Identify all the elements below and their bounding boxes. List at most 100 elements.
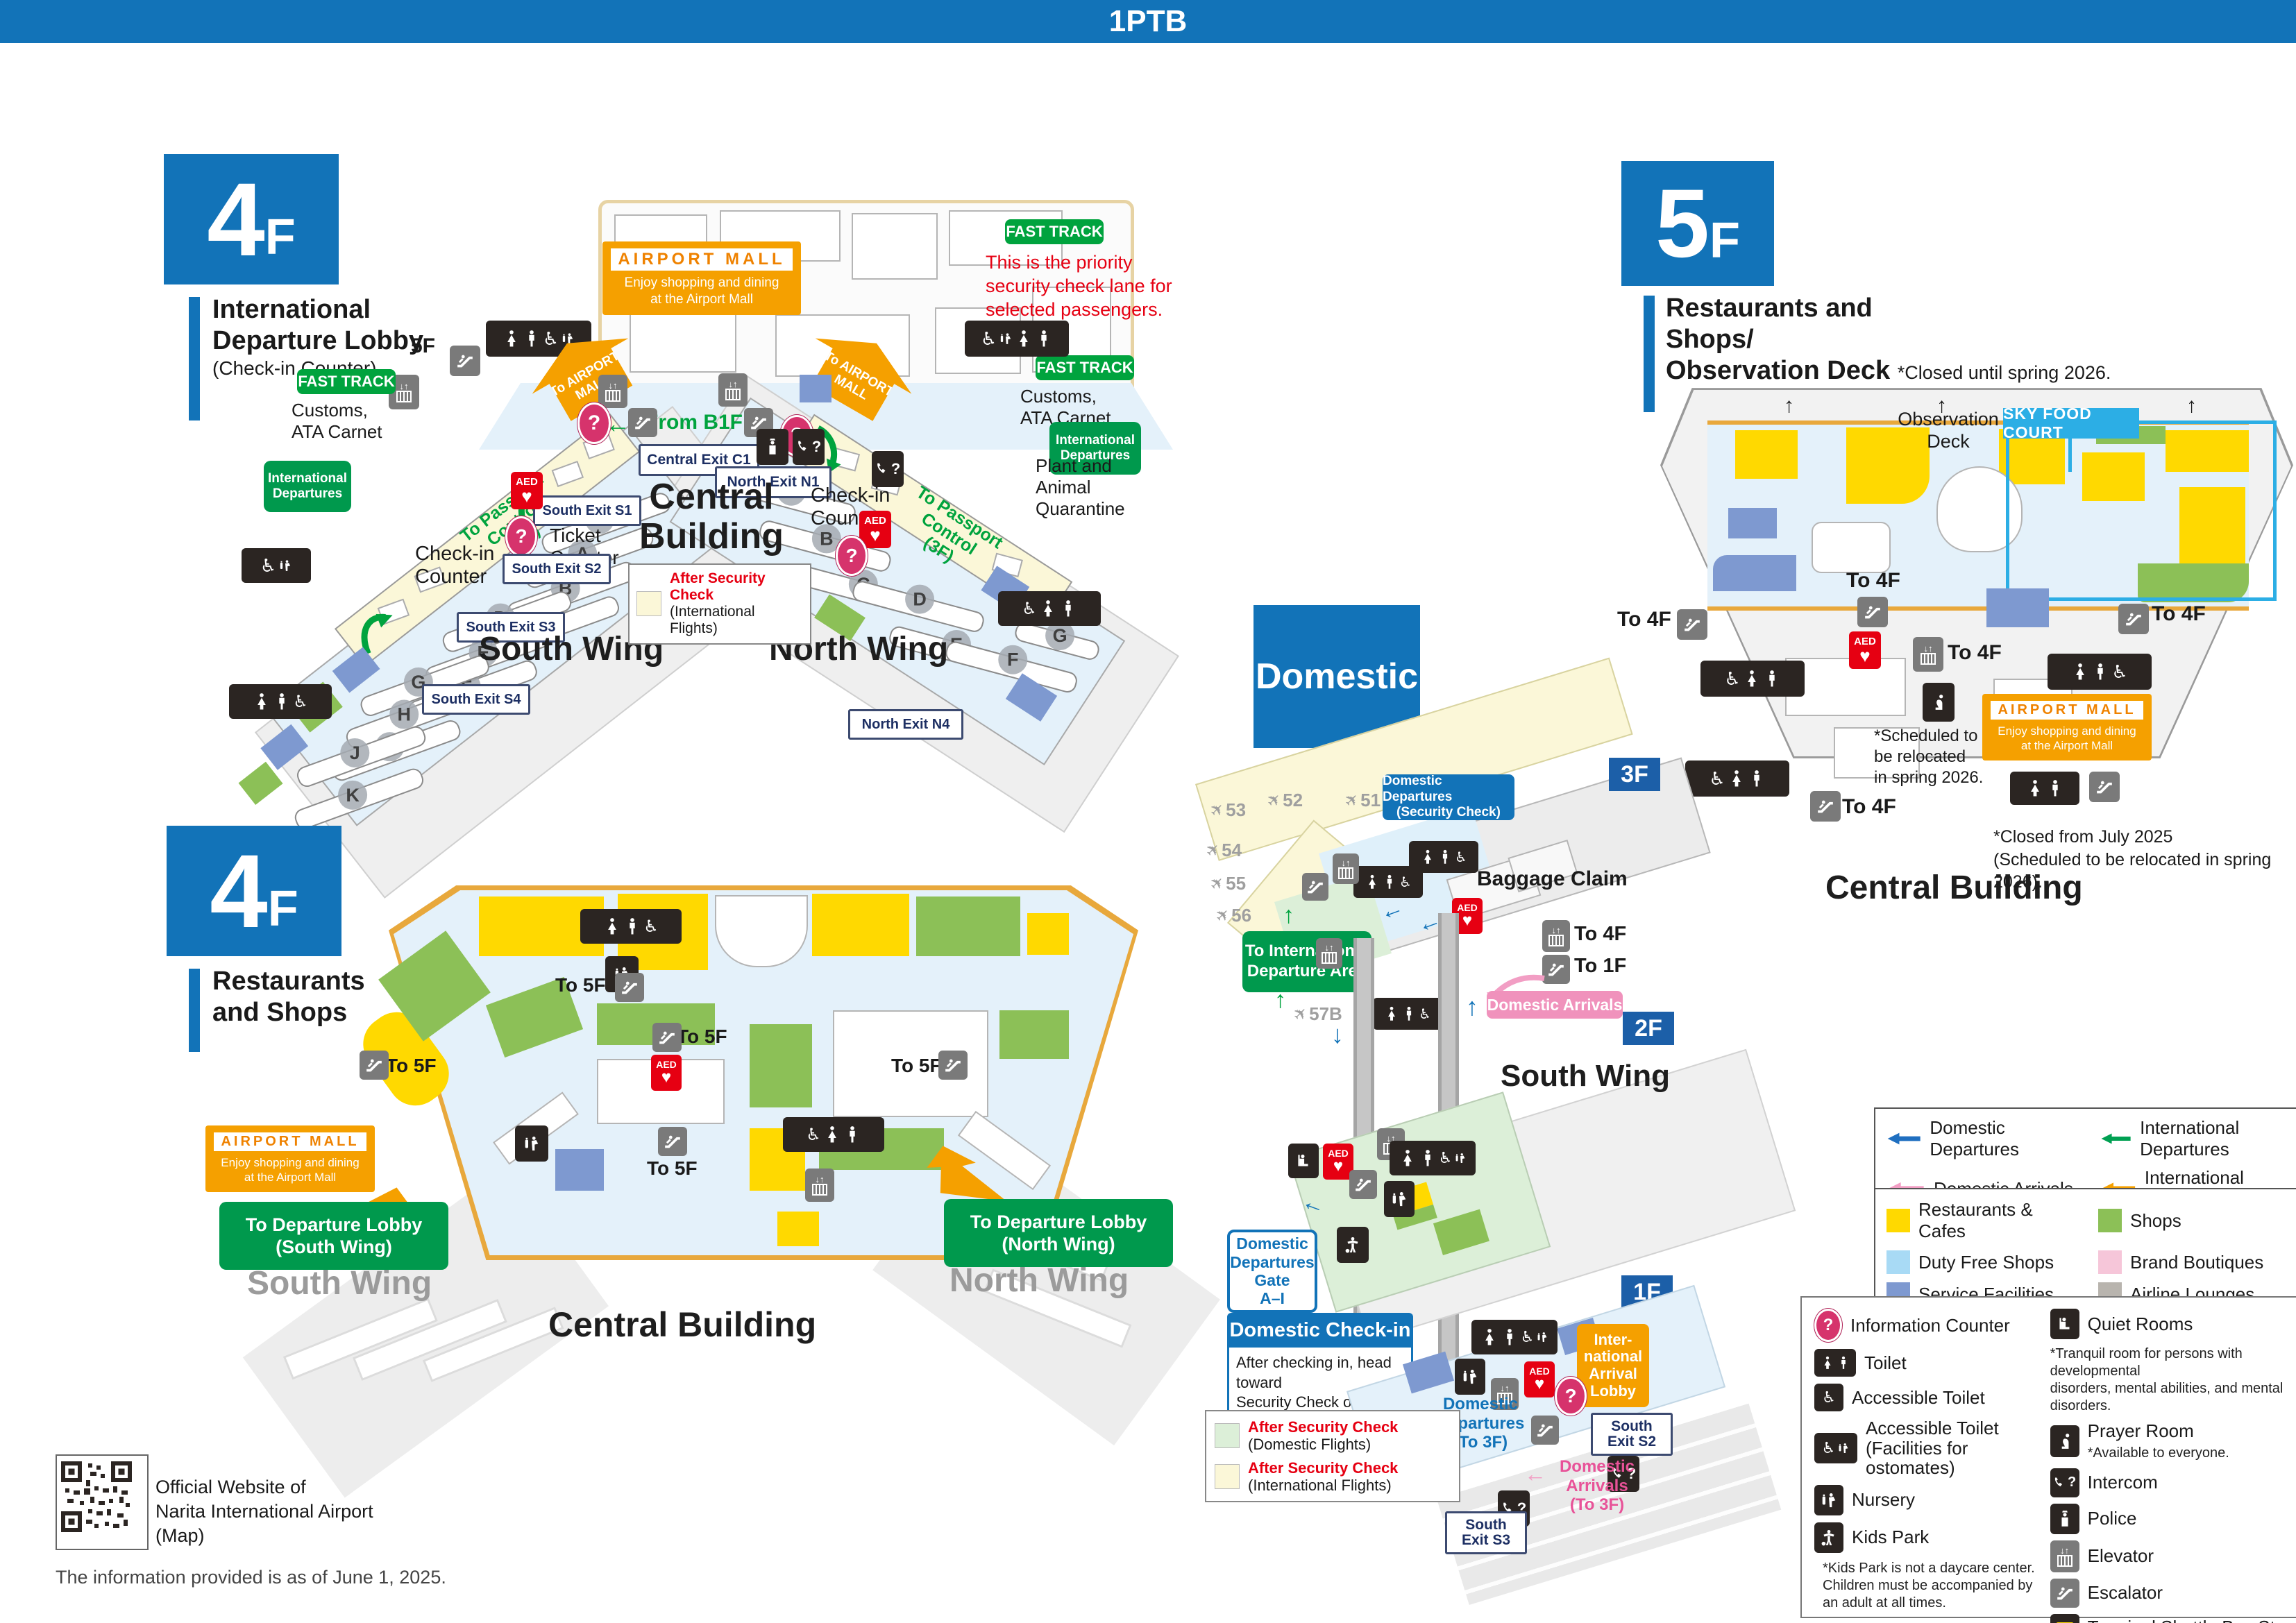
to-4f-label-domestic: To 4F [1574, 923, 1627, 945]
central-building-label-5f: Central Building [1825, 869, 2083, 906]
service-block [1713, 555, 1796, 591]
after-security-intl-key: After Security Check(International Fligh… [628, 563, 811, 645]
intercom-icon: ? [793, 429, 825, 465]
north-exit-n4: North Exit N4 [848, 709, 963, 740]
police-icon [2050, 1503, 2079, 1534]
nursery-icon [1814, 1484, 1843, 1515]
after-security-domestic-swatch [1215, 1423, 1240, 1449]
escalator-icon [360, 1051, 389, 1080]
to-4f-label: To 4F [1846, 569, 1900, 592]
legend-arrows: Domestic Departures International Depart… [1874, 1107, 2296, 1220]
nursery-icon [515, 1125, 548, 1162]
shop-block [1433, 1209, 1489, 1255]
shop-block [916, 897, 1020, 956]
elevator-icon: ↓↑ [1333, 853, 1359, 884]
elevator-icon: ↓↑ [1316, 938, 1342, 969]
to-departure-lobby-south-sign: To Departure Lobby(South Wing) [219, 1202, 448, 1270]
to-4f-label: To 4F [2152, 602, 2206, 625]
north-exit-n1: North Exit N1 [715, 466, 832, 498]
elevator-icon: ↓↑ [1491, 1378, 1519, 1410]
prayer-room-icon [2050, 1425, 2079, 1458]
to-4f-label: To 4F [1842, 795, 1896, 818]
shop-outline [630, 307, 736, 373]
legend-icons: ?Information Counter Toilet ♿Accessible … [1800, 1296, 2296, 1623]
floor5-map: ↑ ↑ ↑ [1660, 380, 2293, 779]
escalator-icon [2118, 604, 2149, 634]
accessible-toilet-ostomate-icon: ♿ [1814, 1432, 1857, 1463]
restaurant-block [812, 894, 909, 956]
information-counter-icon: ? [1555, 1377, 1587, 1416]
intercom-icon: ? [872, 451, 904, 487]
blue-up-arrow: ↑ [1466, 992, 1478, 1021]
toilet-icon [1814, 1349, 1856, 1377]
accessible-toilet-icon: ♿ [1685, 760, 1789, 797]
police-icon [757, 429, 788, 465]
restaurant-block [1846, 427, 1930, 504]
quiet-room-note: *Tranquil room for persons with developm… [2050, 1346, 2284, 1413]
toilet-icon: ♿ [229, 684, 332, 719]
sky-food-court-sign: SKY FOOD COURT [2003, 405, 2139, 441]
to-4f-label: To 4F [1948, 641, 2002, 664]
prayer-room-icon [1923, 683, 1955, 722]
elevator-icon: ↓↑ [718, 373, 748, 407]
page-title: 1PTB [0, 0, 2296, 43]
aed-icon: AED♥ [1524, 1361, 1555, 1397]
shop-outline [1834, 727, 1920, 779]
elevator-icon: ↓↑ [1542, 920, 1570, 952]
south-exit-s1: South Exit S1 [533, 495, 641, 526]
from-b1f-label: From B1F [645, 411, 743, 434]
customs-ata-label-south: Customs,ATA Carnet [292, 400, 382, 443]
to-5f-label: To 5F [555, 974, 606, 996]
to-5f-label: To 5F [647, 1157, 698, 1179]
up-arrow: ↑ [2186, 394, 2197, 417]
restaurant-block [777, 1212, 819, 1246]
kids-park-note: *Kids Park is not a daycare center.Child… [1823, 1560, 2035, 1611]
fast-track-pill-south: FAST TRACK [297, 369, 396, 394]
to-5f-label: To 5F [891, 1055, 942, 1076]
aed-icon: AED♥ [651, 1055, 682, 1091]
toilet-accessible-icon: ♿ [1353, 866, 1423, 898]
south-exit-s4: South Exit S4 [422, 684, 530, 715]
2f-tag: 2F [1623, 1012, 1674, 1045]
nursery-icon [1455, 1359, 1485, 1395]
intercom-icon: ? [1607, 1456, 1639, 1492]
title-accent-bar [1644, 296, 1655, 412]
shop-outline [852, 213, 938, 280]
title-accent-bar [189, 297, 200, 420]
brand-boutiques-swatch [2098, 1250, 2122, 1274]
accessible-toilet-icon: ♿ [1700, 661, 1805, 697]
escalator-icon [1810, 791, 1841, 822]
shops-swatch [2098, 1209, 2122, 1232]
north-wing-label-4f: North Wing [949, 1262, 1129, 1299]
shop-outline [715, 895, 808, 967]
title-accent-bar [189, 969, 200, 1052]
information-counter-icon: ? [1814, 1309, 1842, 1342]
restaurant-block [2179, 487, 2245, 563]
shop-block [750, 1024, 812, 1107]
label-5f-pointer: 5F [411, 334, 436, 357]
toilet-accessible-icon: ♿ [2048, 654, 2152, 690]
aed-icon: AED♥ [1849, 631, 1881, 669]
elevator-icon: ↓↑ [2050, 1540, 2079, 1572]
customs-ata-label-north: Customs,ATA Carnet [1020, 386, 1111, 429]
service-block [1728, 508, 1777, 538]
after-security-intl-swatch [1215, 1463, 1240, 1489]
information-counter-icon: ? [505, 516, 537, 556]
duty-free-swatch [1886, 1250, 1910, 1274]
south-exit-s2: South Exit S2 [503, 554, 611, 584]
sky-food-court-pointer [2068, 439, 2072, 472]
restaurants-swatch [1886, 1209, 1910, 1232]
elevator-icon: ↓↑ [805, 1169, 834, 1202]
restaurant-block [1027, 913, 1069, 955]
qr-code [56, 1454, 149, 1550]
escalator-icon [1542, 955, 1570, 984]
orange-exit-arrow-north [927, 1146, 1006, 1202]
elevator-icon: ↓↑ [598, 375, 627, 408]
